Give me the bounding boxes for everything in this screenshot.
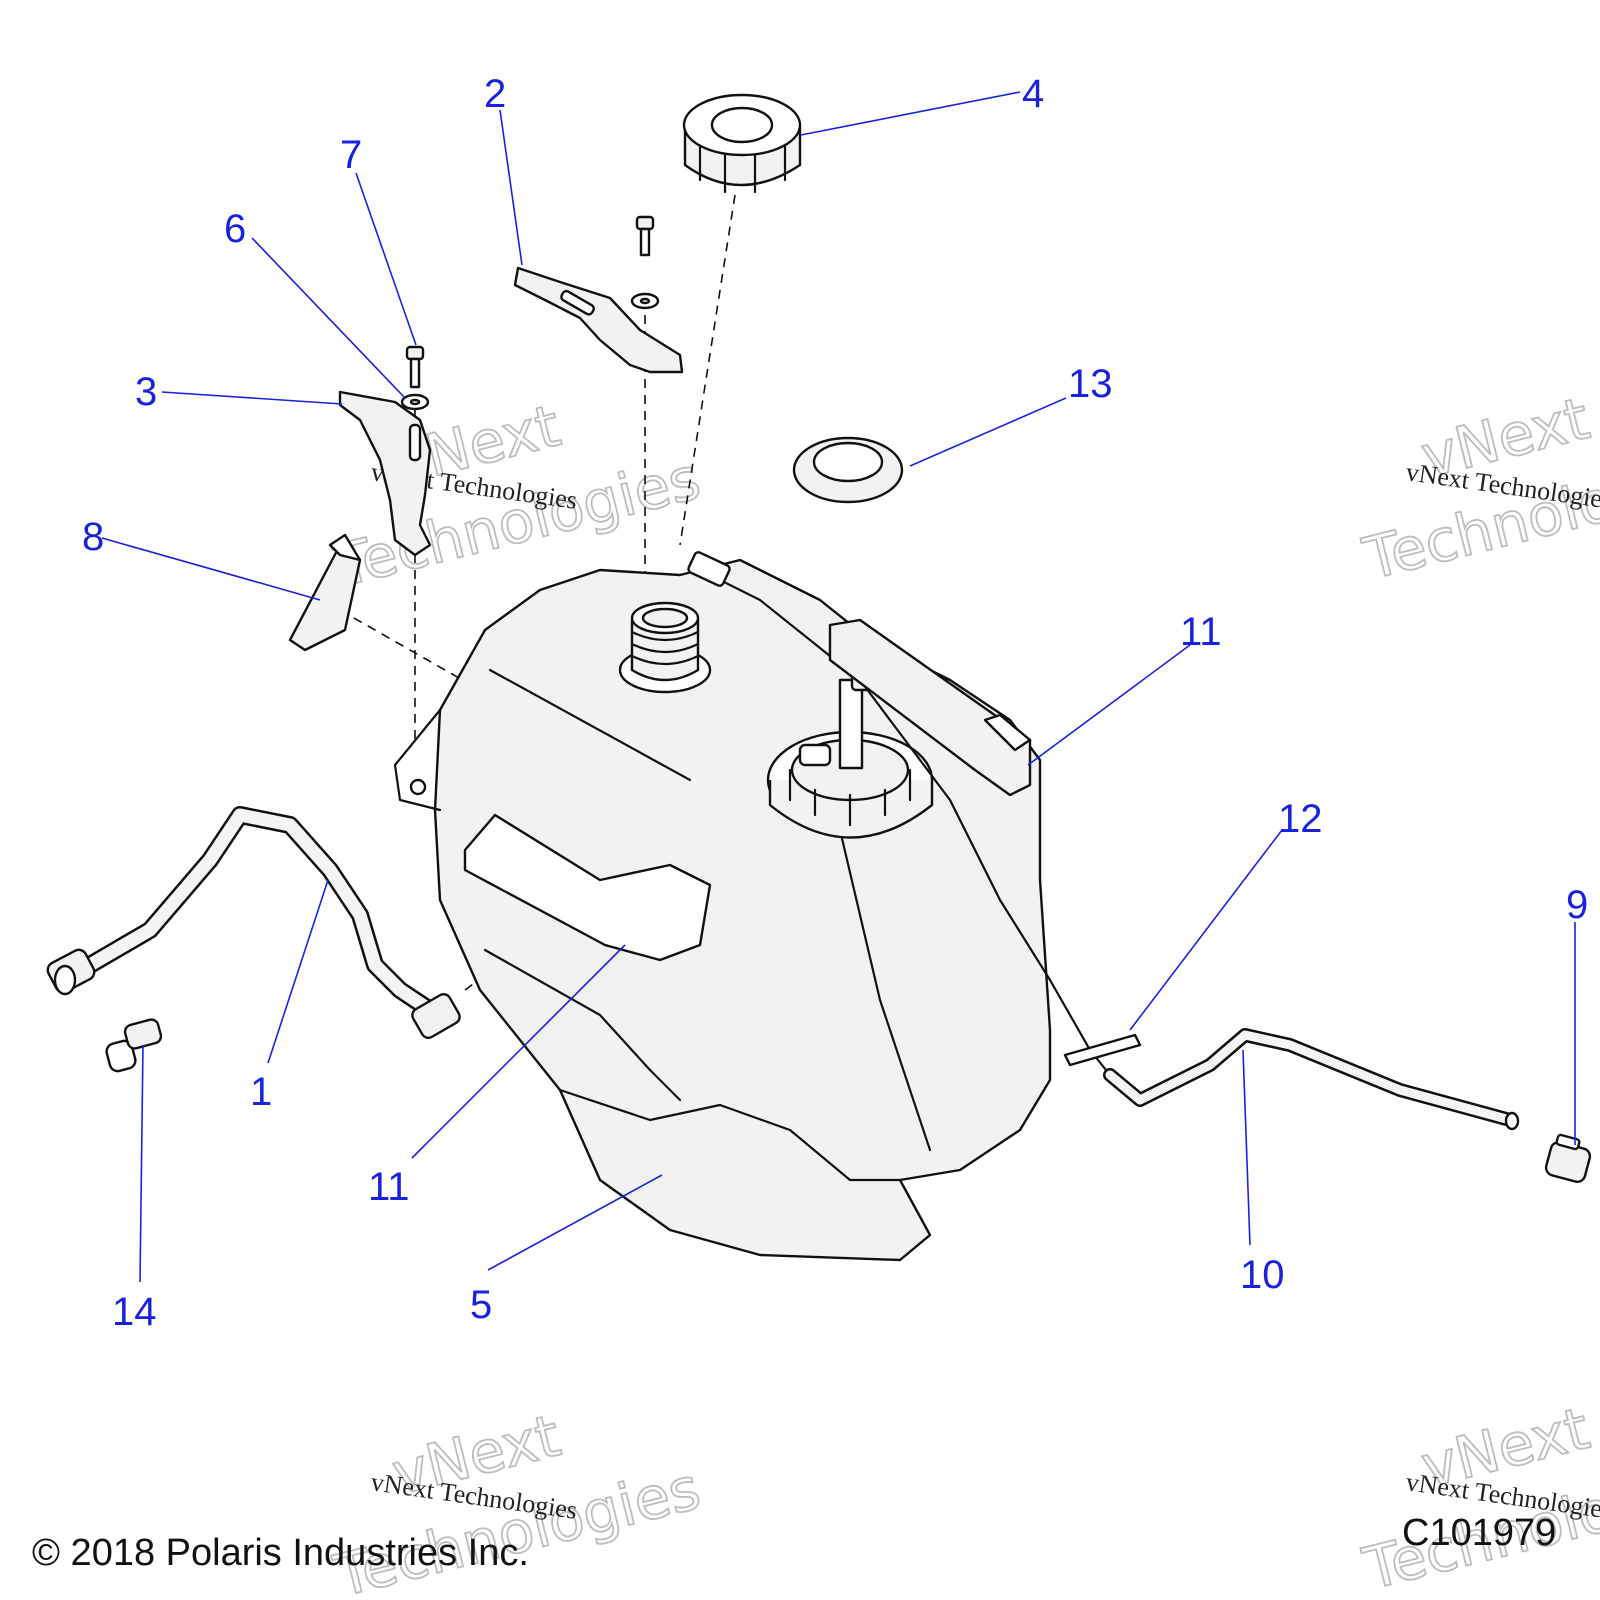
bolt-upper [630, 215, 660, 310]
filler-gasket [792, 436, 904, 504]
callout-4: 4 [1022, 72, 1044, 116]
watermark-top-right: vNext Technologies vNext Technologies [1356, 383, 1600, 594]
callout-5: 5 [470, 1283, 492, 1327]
callout-9: 9 [1566, 883, 1588, 927]
tank-pad-right [828, 618, 1032, 797]
fuel-fitting [105, 1018, 163, 1073]
callout-8: 8 [82, 515, 104, 559]
fuel-tank [393, 551, 1112, 1262]
callout-13: 13 [1068, 362, 1113, 406]
watermark-bottom-right: vNext Technologies vNext Technologies [1356, 1393, 1600, 1600]
bolt-left [405, 345, 425, 389]
vent-tube [1103, 1028, 1520, 1131]
washer-left [400, 393, 430, 411]
callout-14: 14 [112, 1290, 157, 1334]
callout-7: 7 [340, 133, 362, 177]
pad-left [288, 533, 362, 652]
callout-6: 6 [224, 207, 246, 251]
callout-11-right: 11 [1180, 610, 1222, 654]
leader-lines [101, 91, 1576, 1283]
callout-10: 10 [1240, 1253, 1285, 1297]
bracket-left [338, 390, 432, 557]
callout-2: 2 [484, 72, 506, 116]
callout-11-left: 11 [368, 1165, 410, 1209]
callout-1: 1 [250, 1070, 272, 1114]
filler-neck [618, 601, 712, 694]
fuel-line [46, 806, 461, 1039]
figure-code: C101979 [1402, 1512, 1556, 1554]
hose-clip [1063, 1033, 1142, 1067]
callout-numbers: 1 2 3 4 5 6 7 8 9 10 11 11 12 13 14 [82, 72, 1588, 1334]
fuel-cap [682, 93, 802, 194]
hose-clamp [1544, 1133, 1592, 1183]
callout-12: 12 [1278, 797, 1323, 841]
vent-line [698, 568, 1112, 1077]
callout-3: 3 [135, 370, 157, 414]
bracket-upper [513, 266, 684, 374]
copyright-text: © 2018 Polaris Industries Inc. [32, 1532, 529, 1574]
